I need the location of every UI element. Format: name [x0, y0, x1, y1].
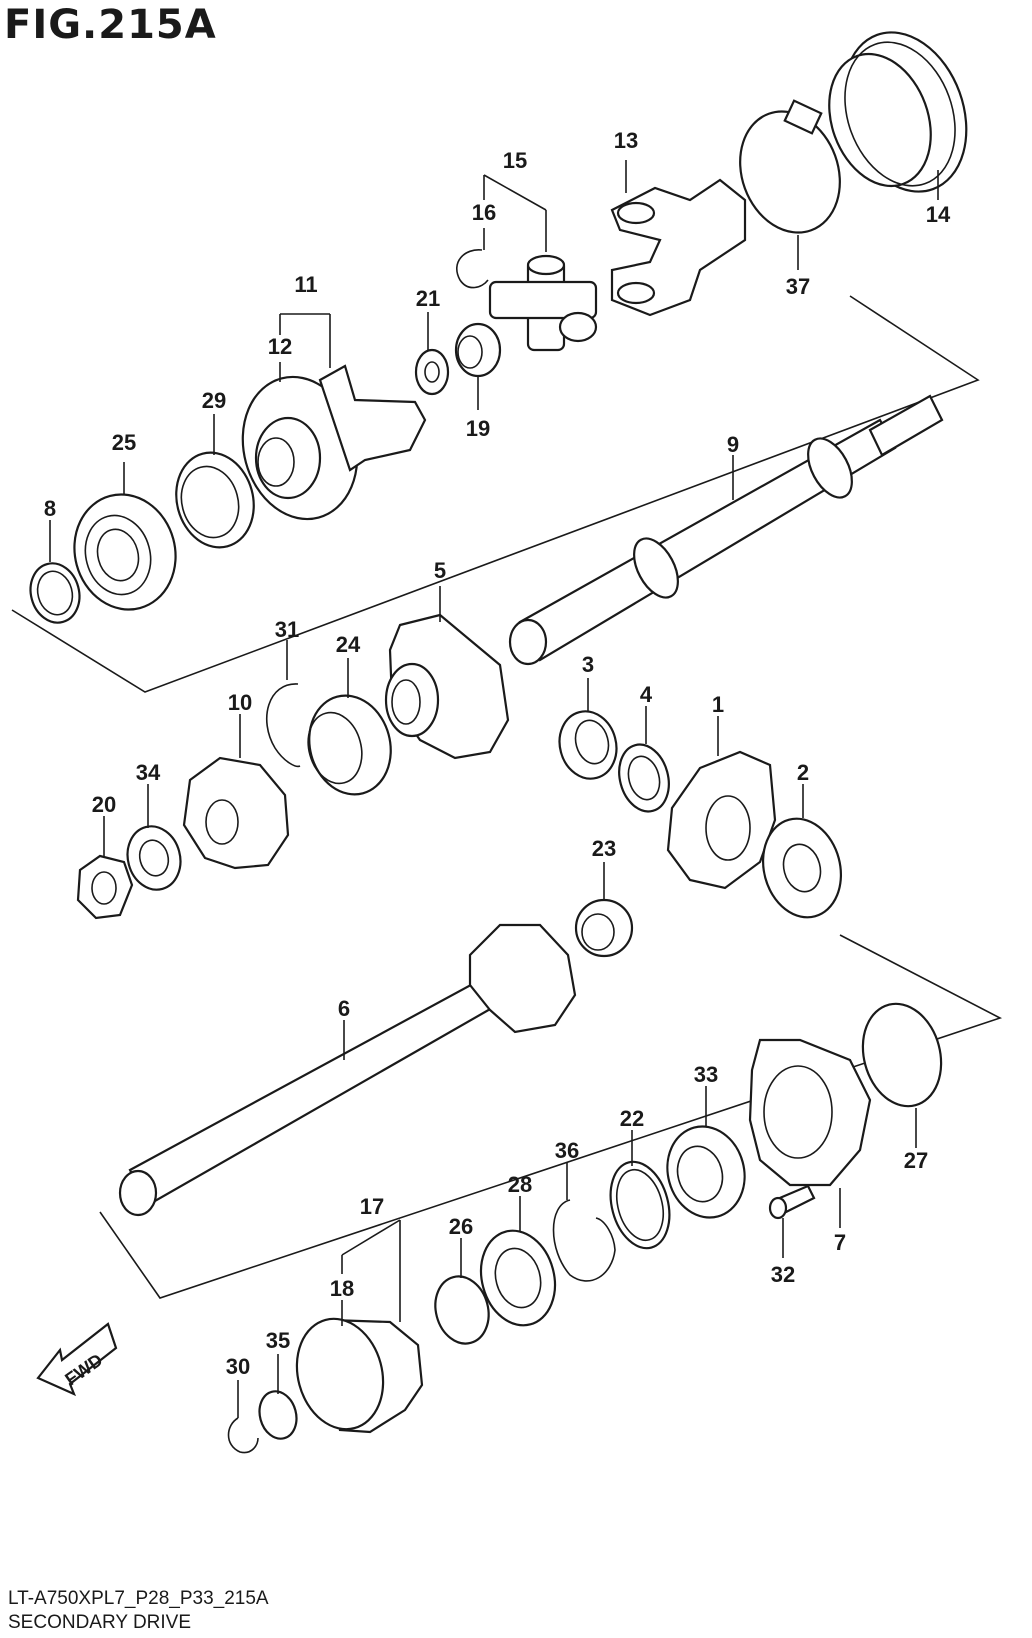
callout-21: 21: [416, 286, 440, 311]
callout-14: 14: [926, 202, 951, 227]
part-35-circlip[interactable]: [254, 1387, 301, 1443]
callout-19: 19: [466, 416, 490, 441]
part-31-circlip[interactable]: [266, 683, 301, 768]
callout-30: 30: [226, 1354, 250, 1379]
part-30-circlip[interactable]: [227, 1417, 259, 1454]
part-1-bevel-gear[interactable]: [666, 750, 777, 890]
part-21-washer[interactable]: [414, 348, 450, 396]
part-28-oil-seal[interactable]: [471, 1222, 565, 1333]
part-32-bolt[interactable]: [768, 1184, 816, 1220]
part-14-boot[interactable]: [812, 15, 988, 209]
part-29-oil-seal[interactable]: [166, 444, 264, 556]
callout-6: 6: [338, 996, 350, 1021]
callout-23: 23: [592, 836, 616, 861]
callout-15: 15: [503, 148, 527, 173]
part-6-shaft[interactable]: [118, 923, 577, 1217]
part-23-needle-bearing[interactable]: [574, 898, 634, 958]
part-37-clamp[interactable]: [724, 97, 857, 246]
part-18-cover[interactable]: [285, 1309, 424, 1439]
part-19-nut[interactable]: [454, 322, 502, 378]
part-16-circlip[interactable]: [456, 249, 489, 289]
part-13-yoke[interactable]: [610, 178, 747, 317]
callout-2: 2: [797, 760, 809, 785]
part-5-bevel-gear[interactable]: [384, 613, 510, 760]
callout-4: 4: [640, 682, 653, 707]
callout-10: 10: [228, 690, 252, 715]
lower-assembly-frame: [99, 934, 1003, 1299]
part-4-shim[interactable]: [612, 739, 676, 817]
figure-title: FIG.215A: [4, 2, 217, 48]
part-22-shim[interactable]: [602, 1155, 679, 1254]
callout-8: 8: [44, 496, 56, 521]
part-25-bearing[interactable]: [62, 483, 189, 621]
part-20-nut[interactable]: [76, 854, 134, 920]
part-2-shim[interactable]: [752, 810, 851, 926]
part-34-washer[interactable]: [121, 820, 188, 895]
callout-1: 1: [712, 692, 724, 717]
section-name: SECONDARY DRIVE: [8, 1612, 192, 1633]
part-10-gear[interactable]: [182, 756, 290, 870]
callout-16: 16: [472, 200, 496, 225]
part-26-o-ring[interactable]: [428, 1270, 496, 1349]
part-3-spacer[interactable]: [552, 705, 624, 785]
part-9-shaft[interactable]: [508, 394, 944, 666]
callout-12: 12: [268, 334, 292, 359]
model-code: LT-A750XPL7_P28_P33_215A: [8, 1588, 269, 1609]
callout-32: 32: [771, 1262, 795, 1287]
leader-lines: [49, 160, 939, 1418]
callout-35: 35: [266, 1328, 290, 1353]
callout-25: 25: [112, 430, 136, 455]
callout-29: 29: [202, 388, 226, 413]
callout-37: 37: [786, 274, 810, 299]
callout-13: 13: [614, 128, 638, 153]
upper-assembly-frame: [11, 295, 980, 693]
callout-18: 18: [330, 1276, 354, 1301]
callout-24: 24: [336, 632, 361, 657]
fwd-arrow-icon: FWD: [36, 1322, 118, 1397]
callout-27: 27: [904, 1148, 928, 1173]
callout-34: 34: [136, 760, 161, 785]
callout-26: 26: [449, 1214, 473, 1239]
callout-17: 17: [360, 1194, 384, 1219]
callout-33: 33: [694, 1062, 718, 1087]
part-11-flange[interactable]: [227, 364, 427, 532]
part-8-shim[interactable]: [24, 558, 86, 628]
callout-22: 22: [620, 1106, 644, 1131]
part-27-o-ring[interactable]: [852, 995, 952, 1115]
part-7-bearing-housing[interactable]: [748, 1038, 872, 1187]
part-15-universal-joint[interactable]: [488, 254, 598, 352]
callout-5: 5: [434, 558, 446, 583]
callout-31: 31: [275, 617, 299, 642]
callout-3: 3: [582, 652, 594, 677]
callout-9: 9: [727, 432, 739, 457]
callout-20: 20: [92, 792, 116, 817]
callout-28: 28: [508, 1172, 532, 1197]
part-24-bearing[interactable]: [298, 686, 401, 803]
callout-36: 36: [555, 1138, 579, 1163]
part-33-bearing[interactable]: [657, 1118, 754, 1227]
callout-7: 7: [834, 1230, 846, 1255]
callout-11: 11: [294, 272, 317, 297]
part-36-circlip[interactable]: [552, 1199, 616, 1282]
